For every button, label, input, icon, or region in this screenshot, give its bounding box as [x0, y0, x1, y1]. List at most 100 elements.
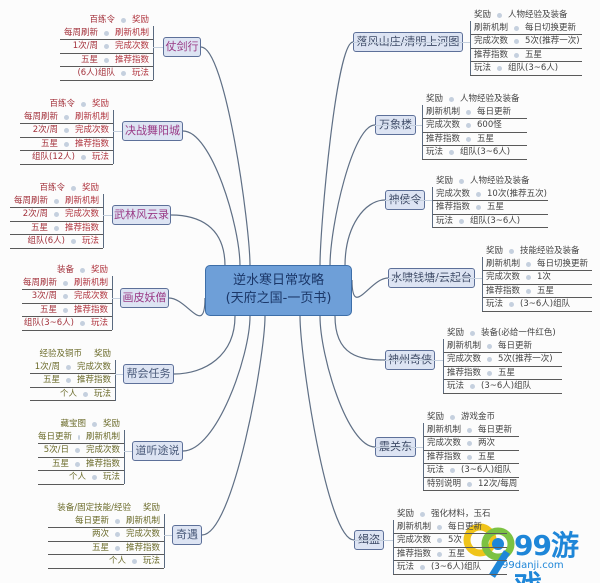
bullet-icon	[450, 415, 456, 420]
bullet-icon	[437, 551, 443, 557]
bullet-icon	[437, 538, 443, 544]
connector-stub	[375, 125, 422, 126]
leaf-value: 五星	[80, 54, 98, 65]
leaf-row: 五星推荐指数	[38, 458, 124, 472]
bullet-icon	[62, 294, 68, 300]
leaf-key: 刷新机制	[427, 424, 462, 435]
bullet-icon	[466, 136, 472, 142]
leaf-key: 玩法	[93, 388, 111, 399]
bullet-icon	[79, 321, 85, 327]
topic-left-1[interactable]: 决战舞阳城	[122, 121, 183, 141]
bullet-icon	[487, 357, 493, 363]
leaf-value: 12次/每周	[478, 478, 518, 489]
leaf-key: 玩法	[102, 472, 120, 483]
bullet-icon	[74, 461, 80, 467]
leaf-value: 每日更新	[477, 106, 512, 117]
bullet-icon	[497, 13, 503, 18]
leaf-row: 刷新机制每日更新	[422, 106, 527, 120]
topic-left-5[interactable]: 道听途说	[132, 441, 183, 461]
bracket-line	[164, 514, 165, 568]
leaf-key: 奖励	[397, 509, 415, 519]
leaf-key: 推荐指数	[436, 202, 471, 213]
leaf-key: 刷新机制	[447, 340, 482, 351]
leaf-key: 推荐指数	[74, 138, 109, 149]
bullet-icon	[53, 225, 59, 231]
bullet-icon	[466, 109, 472, 115]
leaf-value: 个人	[59, 388, 77, 399]
leaf-value: 装备/固定技能/经验	[57, 503, 131, 513]
branch-connector	[319, 41, 354, 267]
leaf-key: 刷新机制	[85, 431, 120, 442]
leaf-row: 刷新机制每日切换更新	[470, 22, 582, 36]
bullet-icon	[82, 391, 88, 397]
bracket-line	[113, 110, 114, 164]
leaf-value: 五星	[537, 285, 555, 296]
leaf-key: 刷新机制	[114, 27, 149, 38]
leaf-value: 600怪	[477, 120, 502, 131]
topic-left-3[interactable]: 画皮妖僧	[120, 288, 169, 308]
bullet-icon	[78, 434, 80, 440]
leaf-value: 每周刷新	[63, 27, 98, 38]
leaf-value: 每日更新	[38, 431, 73, 442]
bracket-line	[153, 26, 154, 80]
leaf-row: 每周刷新 刷新机制	[60, 27, 153, 41]
leaf-row: 五星推荐指数	[48, 542, 164, 556]
leaf-key: 奖励	[486, 246, 504, 256]
branch-connector	[329, 124, 376, 267]
bracket-line	[103, 194, 104, 248]
connector-stub	[385, 360, 443, 361]
branch-connector	[299, 315, 355, 541]
connector-stub	[385, 200, 432, 201]
leaf-key: 奖励	[81, 183, 99, 193]
leaf-value: (3~6人)组队	[520, 299, 571, 310]
leaf-key: 奖励	[426, 94, 444, 104]
central-topic[interactable]: 逆水寒日常攻略 (天府之国-一页书)	[205, 265, 352, 316]
leaf-row: (6人)组队玩法	[60, 68, 153, 81]
bullet-icon	[509, 302, 515, 308]
bullet-icon	[459, 179, 465, 184]
leaf-key: 玩法	[131, 68, 149, 79]
leaf-row: 推荐指数五星	[432, 202, 548, 215]
leaf-value: 2次/周	[22, 209, 48, 220]
leaf-row: 玩法组队(3~6人)	[422, 147, 527, 160]
leaf-row: 玩法(3~6人)组队	[443, 381, 562, 394]
bullet-icon	[114, 532, 120, 538]
leaf-row: 五星推荐指数	[30, 375, 115, 388]
topic-left-4[interactable]: 帮会任务	[123, 364, 174, 384]
leaf-row: 3次/周完成次数	[22, 291, 112, 304]
leaf-key: 刷新机制	[125, 515, 160, 526]
leaf-key: 特别说明	[427, 478, 462, 489]
leaf-value: 五星	[30, 222, 48, 233]
topic-left-0[interactable]: 仗剑行	[163, 37, 201, 57]
topic-left-6[interactable]: 奇遇	[172, 525, 202, 545]
leaf-value: 个人	[68, 472, 86, 483]
leaf-value: 每日切换更新	[537, 258, 589, 269]
connector-stub	[153, 47, 163, 48]
topic-left-2[interactable]: 武林风云录	[112, 205, 171, 225]
bullet-icon	[120, 18, 126, 23]
leaf-row: 奖励装备(必给一件红色)	[443, 327, 562, 340]
leaf-value: 2次/周	[32, 125, 58, 136]
bracket-line	[443, 339, 444, 393]
bullet-icon	[466, 123, 472, 129]
bullet-icon	[91, 475, 97, 481]
bullet-icon	[470, 331, 476, 336]
leaf-value: 五星	[42, 375, 60, 386]
leaf-row: 推荐指数五星	[482, 285, 592, 299]
bullet-icon	[470, 384, 476, 390]
bullet-icon	[467, 481, 473, 487]
leaf-row: 奖励人物经验及装备	[432, 175, 548, 188]
bullet-icon	[487, 343, 493, 349]
leaf-row: 玩法组队(3~6人)	[470, 63, 582, 76]
branch-connector	[182, 130, 241, 267]
bullet-icon	[114, 518, 120, 524]
leaf-key: 完成次数	[427, 438, 462, 449]
leaf-row: 奖励技能经验及装备	[482, 245, 592, 258]
branch-connector	[173, 315, 236, 375]
bullet-icon	[420, 565, 426, 571]
leaf-value: 组队(3~6人)	[460, 147, 511, 158]
bullet-icon	[467, 441, 473, 447]
